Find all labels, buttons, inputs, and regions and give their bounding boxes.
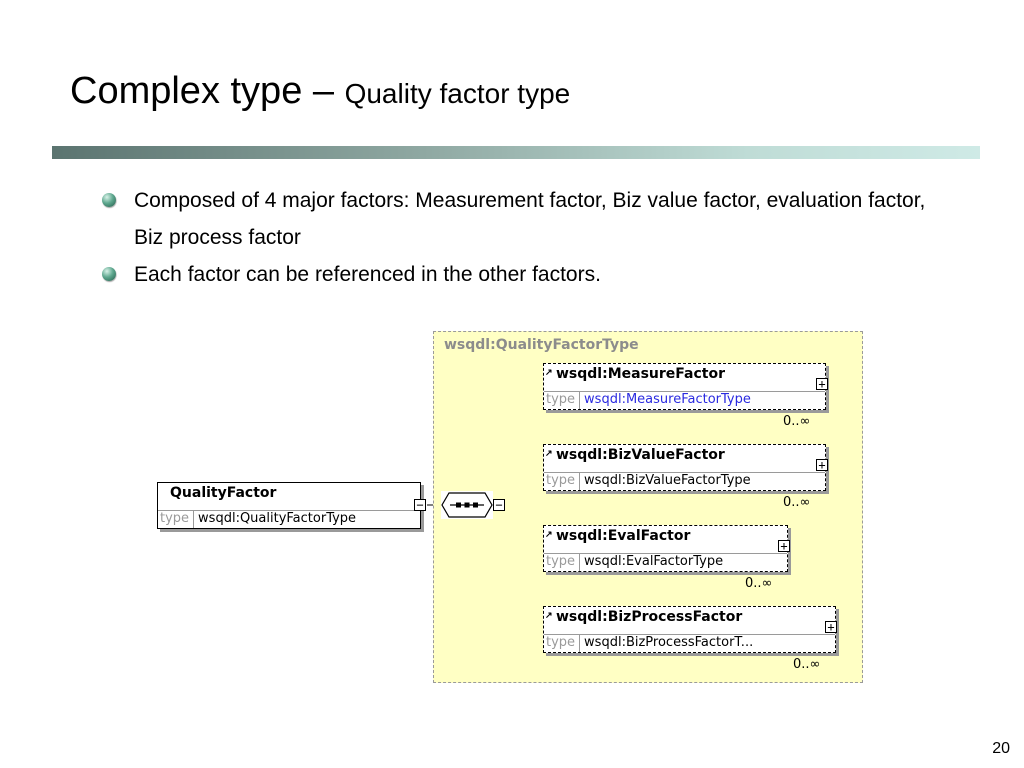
title-main: Complex type – <box>70 70 335 112</box>
bullet-icon <box>102 193 116 207</box>
root-type-value: wsqdl:QualityFactorType <box>198 511 357 526</box>
sequence-collapse-icon[interactable]: − <box>493 499 505 511</box>
bullet-icon <box>102 267 116 281</box>
reference-arrow-icon: ↗ <box>545 448 553 458</box>
bullet-list: Composed of 4 major factors: Measurement… <box>100 182 960 293</box>
reference-arrow-icon: ↗ <box>545 610 553 620</box>
expand-plus-icon[interactable]: + <box>778 540 790 552</box>
cardinality-label: 0..∞ <box>745 576 773 591</box>
root-type-key: type <box>158 511 195 528</box>
bullet-item: Composed of 4 major factors: Measurement… <box>100 182 960 256</box>
bullet-text: Each factor can be referenced in the oth… <box>134 263 601 286</box>
bullet-item: Each factor can be referenced in the oth… <box>100 256 960 293</box>
root-collapse-icon[interactable]: − <box>414 499 426 511</box>
cardinality-label: 0..∞ <box>783 414 811 429</box>
bullet-text: Composed of 4 major factors: Measurement… <box>134 189 926 249</box>
child-type-key: type <box>544 635 581 652</box>
reference-arrow-icon: ↗ <box>545 367 553 377</box>
slide-title: Complex type – Quality factor type <box>70 70 570 113</box>
child-element-name: wsqdl:EvalFactor <box>556 528 691 544</box>
complex-type-label: wsqdl:QualityFactorType <box>444 337 639 353</box>
child-type-key: type <box>544 473 581 490</box>
child-type-value: wsqdl:BizValueFactorType <box>584 473 751 488</box>
child-type-key: type <box>544 554 581 571</box>
title-sub: Quality factor type <box>344 78 571 109</box>
title-divider <box>52 146 980 159</box>
child-type-value: wsqdl:EvalFactorType <box>584 554 724 569</box>
child-type-key: type <box>544 392 581 409</box>
page-number: 20 <box>992 740 1010 757</box>
sequence-compositor-icon[interactable] <box>441 491 493 519</box>
cardinality-label: 0..∞ <box>783 495 811 510</box>
child-element-name: wsqdl:BizValueFactor <box>556 447 725 463</box>
expand-plus-icon[interactable]: + <box>825 621 837 633</box>
child-element-name: wsqdl:MeasureFactor <box>556 366 725 382</box>
expand-plus-icon[interactable]: + <box>816 378 828 390</box>
expand-plus-icon[interactable]: + <box>816 459 828 471</box>
reference-arrow-icon: ↗ <box>545 529 553 539</box>
child-type-value: wsqdl:BizProcessFactorT... <box>584 635 754 650</box>
cardinality-label: 0..∞ <box>793 657 821 672</box>
child-element-name: wsqdl:BizProcessFactor <box>556 609 743 625</box>
child-type-value[interactable]: wsqdl:MeasureFactorType <box>584 392 751 407</box>
root-element-name: QualityFactor <box>170 485 277 501</box>
